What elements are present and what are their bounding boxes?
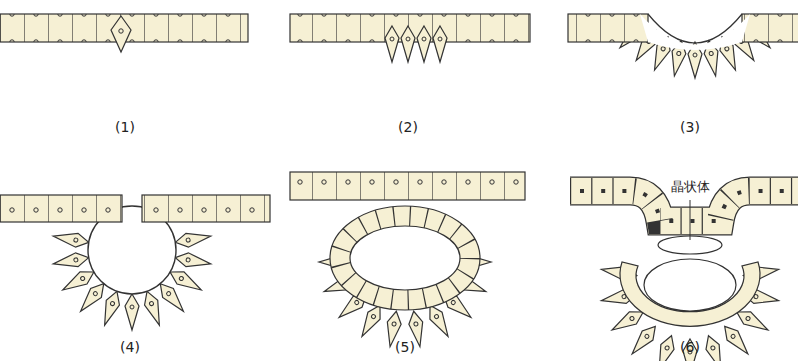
panel-number: (1) bbox=[115, 120, 135, 135]
panel-number: (4) bbox=[120, 340, 140, 355]
panel-number: (2) bbox=[398, 120, 418, 135]
panel-number: (5) bbox=[395, 340, 415, 355]
part-label: 晶状体 bbox=[670, 180, 711, 194]
panel-number: (3) bbox=[680, 120, 700, 135]
panel-number: (6) bbox=[680, 340, 700, 355]
